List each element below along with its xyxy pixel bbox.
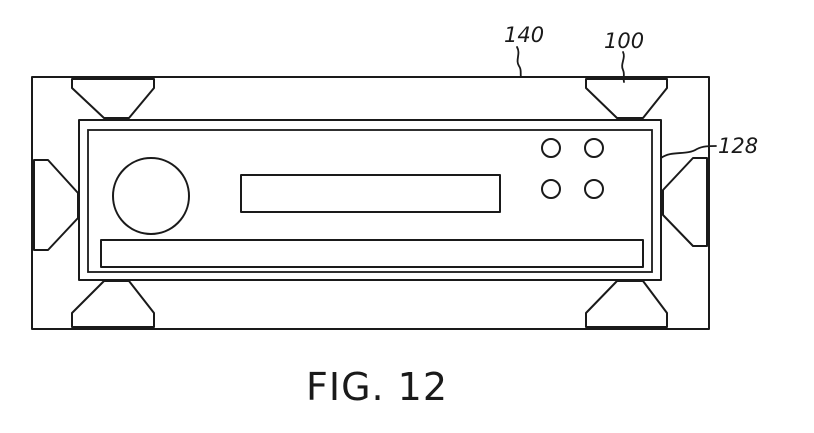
leader-100 — [621, 51, 625, 83]
leader-128 — [660, 145, 717, 159]
button-top-left — [541, 138, 561, 158]
device-inner-face — [87, 129, 653, 273]
device-outline — [78, 119, 662, 281]
button-bottom-right — [584, 179, 604, 199]
label-100: 100 — [604, 29, 644, 53]
outer-enclosure — [31, 76, 710, 330]
cushion-right — [662, 157, 708, 247]
figure-caption: FIG. 12 — [306, 365, 448, 409]
leader-140 — [516, 46, 522, 78]
display-window — [240, 174, 501, 213]
volume-knob — [112, 157, 190, 235]
button-top-right — [584, 138, 604, 158]
disc-slot — [100, 239, 644, 268]
label-140: 140 — [504, 23, 544, 47]
label-128: 128 — [718, 134, 758, 158]
cushion-left — [33, 159, 79, 251]
cushion-top-left — [71, 78, 155, 119]
cushion-bottom-left — [71, 280, 155, 328]
device-unit — [78, 119, 662, 281]
cushion-blocks — [33, 78, 708, 328]
leader-lines — [516, 46, 717, 159]
cushion-bottom-right — [585, 280, 668, 328]
button-bottom-left — [541, 179, 561, 199]
cushion-top-right — [585, 78, 668, 119]
